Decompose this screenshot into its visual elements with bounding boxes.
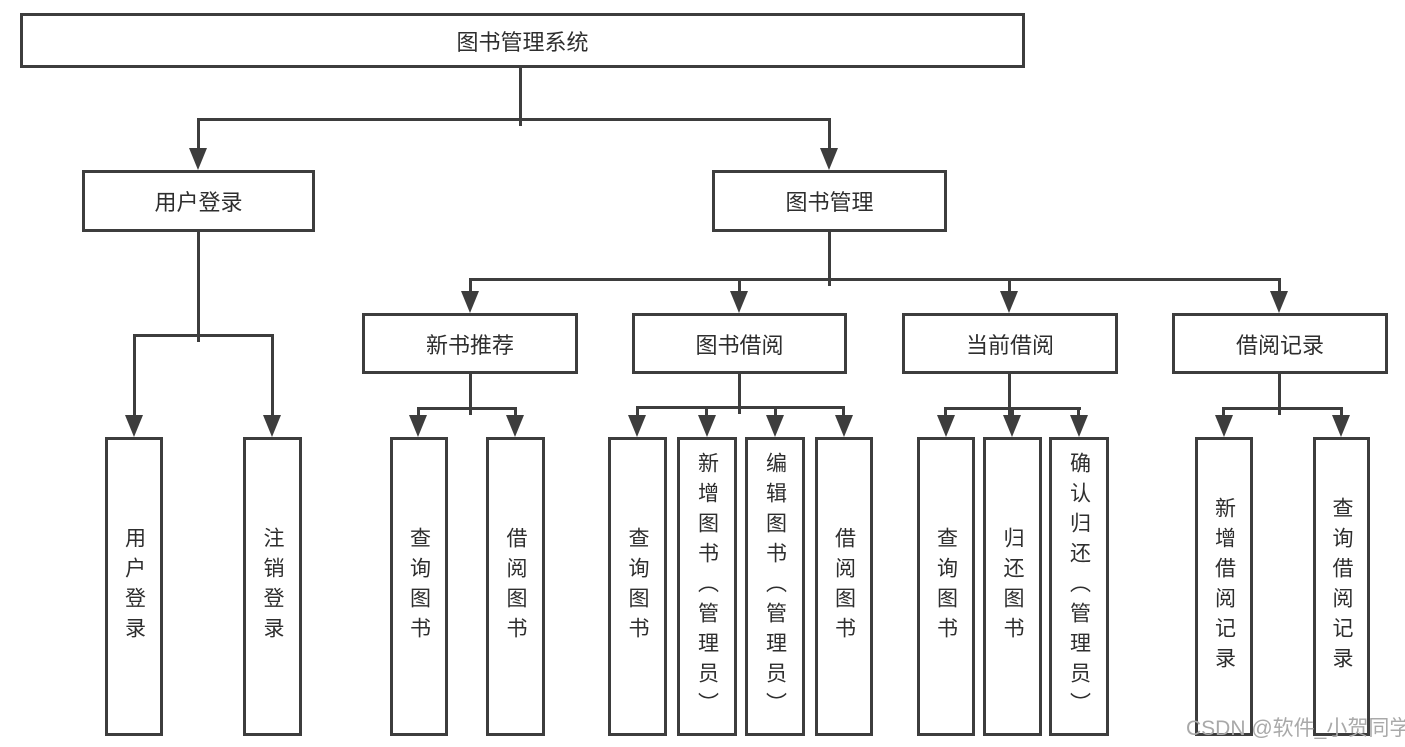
connector-line: [636, 406, 639, 415]
connector-line: [774, 406, 777, 415]
arrow-down-icon: [1070, 415, 1088, 437]
connector-line: [1008, 374, 1011, 407]
leaf-confirm-return-admin-label: 确认归还（管理员）: [1067, 451, 1091, 722]
connector-line: [469, 410, 472, 415]
leaf-confirm-return-admin: 确认归还（管理员）: [1049, 437, 1109, 736]
node-current-borrowing-label: 当前借阅: [965, 332, 1054, 358]
node-book-borrowing-label: 图书借阅: [695, 332, 784, 358]
connector-line: [469, 278, 472, 291]
node-user-login: 用户登录: [82, 170, 315, 232]
leaf-user-login: 用户登录: [105, 437, 163, 736]
connector-line: [514, 407, 517, 415]
arrow-down-icon: [628, 415, 646, 437]
connector-line: [197, 232, 200, 334]
arrow-down-icon: [1215, 415, 1233, 437]
connector-line: [842, 406, 845, 415]
arrow-down-icon: [835, 415, 853, 437]
connector-line: [197, 118, 200, 148]
arrow-down-icon: [766, 415, 784, 437]
node-borrowing-records: 借阅记录: [1172, 313, 1388, 374]
node-root: 图书管理系统: [20, 13, 1025, 68]
connector-line: [1011, 407, 1014, 415]
arrow-down-icon: [506, 415, 524, 437]
leaf-query-books-1-label: 查询图书: [407, 526, 431, 647]
arrow-down-icon: [730, 291, 748, 313]
leaf-borrow-books-2: 借阅图书: [815, 437, 873, 736]
node-user-login-label: 用户登录: [154, 190, 243, 215]
connector-line: [738, 374, 741, 406]
connector-line: [133, 334, 136, 415]
leaf-return-books-label: 归还图书: [1001, 526, 1024, 647]
leaf-query-books-2: 查询图书: [608, 437, 667, 736]
connector-line: [828, 232, 831, 278]
arrow-down-icon: [1332, 415, 1350, 437]
leaf-add-books-admin-label: 新增图书（管理员）: [695, 451, 719, 722]
arrow-down-icon: [1000, 291, 1018, 313]
csdn-watermark: CSDN @软件_小贺同学: [1186, 717, 1405, 740]
connector-line: [519, 121, 522, 126]
leaf-add-borrow-record-label: 新增借阅记录: [1212, 496, 1236, 677]
node-new-book-recommend: 新书推荐: [362, 313, 578, 374]
connector-line: [636, 406, 845, 409]
node-book-management-label: 图书管理: [785, 190, 874, 215]
connector-line: [271, 334, 274, 415]
leaf-borrow-books-1: 借阅图书: [486, 437, 545, 736]
leaf-logout: 注销登录: [243, 437, 302, 736]
arrow-down-icon: [461, 291, 479, 313]
leaf-return-books: 归还图书: [983, 437, 1042, 736]
connector-line: [1222, 407, 1225, 415]
node-root-label: 图书管理系统: [456, 29, 589, 55]
connector-line: [1278, 374, 1281, 407]
leaf-query-borrow-record-label: 查询借阅记录: [1330, 496, 1353, 677]
arrow-down-icon: [125, 415, 143, 437]
arrow-down-icon: [409, 415, 427, 437]
connector-line: [738, 409, 741, 414]
connector-line: [828, 118, 831, 148]
connector-line: [417, 407, 420, 415]
connector-line: [828, 281, 831, 286]
connector-line: [1340, 407, 1343, 415]
leaf-logout-label: 注销登录: [261, 526, 284, 647]
arrow-down-icon: [1003, 415, 1021, 437]
leaf-query-borrow-record: 查询借阅记录: [1313, 437, 1370, 736]
leaf-user-login-label: 用户登录: [122, 526, 146, 647]
connector-line: [1278, 410, 1281, 415]
connector-line: [469, 374, 472, 407]
node-current-borrowing: 当前借阅: [902, 313, 1118, 374]
node-borrowing-records-label: 借阅记录: [1235, 332, 1324, 358]
connector-line: [519, 68, 522, 118]
leaf-query-books-2-label: 查询图书: [626, 526, 649, 647]
node-book-management: 图书管理: [712, 170, 947, 232]
node-book-borrowing: 图书借阅: [632, 313, 847, 374]
connector-line: [469, 278, 1281, 281]
leaf-add-borrow-record: 新增借阅记录: [1195, 437, 1253, 736]
leaf-borrow-books-2-label: 借阅图书: [832, 526, 856, 647]
leaf-add-books-admin: 新增图书（管理员）: [677, 437, 737, 736]
connector-line: [1278, 278, 1281, 291]
connector-line: [1222, 407, 1343, 410]
leaf-edit-books-admin-label: 编辑图书（管理员）: [763, 451, 787, 722]
leaf-borrow-books-1-label: 借阅图书: [504, 526, 527, 647]
arrow-down-icon: [698, 415, 716, 437]
leaf-query-books-3-label: 查询图书: [934, 526, 958, 647]
leaf-query-books-1: 查询图书: [390, 437, 448, 736]
connector-line: [1008, 278, 1011, 291]
arrow-down-icon: [820, 148, 838, 170]
connector-line: [197, 118, 831, 121]
arrow-down-icon: [189, 148, 207, 170]
connector-line: [133, 334, 274, 337]
arrow-down-icon: [263, 415, 281, 437]
connector-line: [705, 406, 708, 415]
connector-line: [197, 337, 200, 342]
leaf-query-books-3: 查询图书: [917, 437, 975, 736]
connector-line: [1008, 410, 1011, 415]
arrow-down-icon: [1270, 291, 1288, 313]
connector-line: [944, 407, 947, 415]
connector-line: [417, 407, 517, 410]
arrow-down-icon: [937, 415, 955, 437]
connector-line: [738, 278, 741, 291]
node-new-book-recommend-label: 新书推荐: [425, 332, 514, 358]
leaf-edit-books-admin: 编辑图书（管理员）: [745, 437, 805, 736]
connector-line: [1077, 407, 1080, 415]
